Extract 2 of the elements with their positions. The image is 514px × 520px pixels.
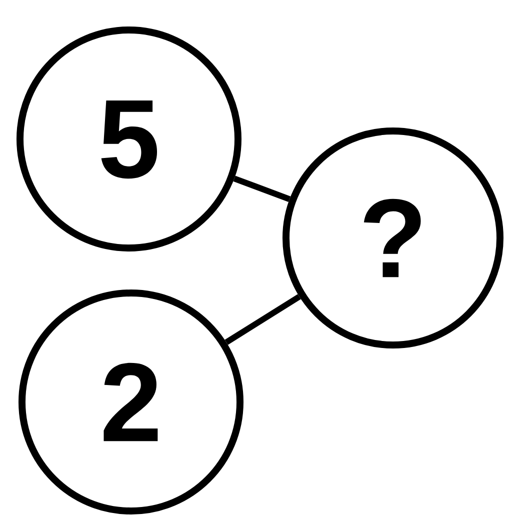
connector-line — [233, 176, 291, 202]
connector-line — [224, 294, 301, 345]
